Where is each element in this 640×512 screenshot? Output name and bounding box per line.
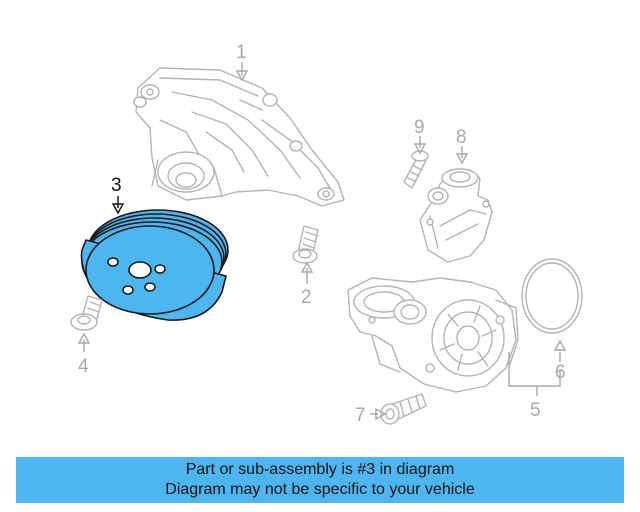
info-banner: Part or sub-assembly is #3 in diagram Di…	[16, 457, 624, 503]
callout-2: 2	[301, 287, 312, 308]
part-8-thermostat-housing	[419, 168, 493, 263]
part-3-pulley	[80, 209, 229, 321]
banner-line-2: Diagram may not be specific to your vehi…	[165, 481, 475, 498]
callout-9: 9	[414, 117, 425, 138]
banner-line-1: Part or sub-assembly is #3 in diagram	[185, 461, 455, 478]
leader-lines	[77, 62, 567, 421]
part-9-bolt	[403, 150, 429, 189]
part-2-bolt	[292, 225, 319, 264]
part-6-gasket	[521, 258, 583, 334]
part-4-bolt	[70, 295, 103, 331]
callout-7: 7	[355, 405, 366, 426]
callout-1: 1	[236, 42, 247, 63]
callout-8: 8	[456, 127, 467, 148]
parts-diagram: 1 2 3 4 5 6 7 8 9	[70, 42, 583, 426]
part-1-pump-housing	[133, 67, 345, 207]
callout-6: 6	[555, 362, 566, 383]
callout-3: 3	[111, 175, 122, 196]
part-7-bolt	[380, 393, 427, 425]
callout-4: 4	[78, 356, 89, 377]
part-5-pump-assembly	[347, 277, 519, 393]
callout-5: 5	[530, 400, 541, 421]
